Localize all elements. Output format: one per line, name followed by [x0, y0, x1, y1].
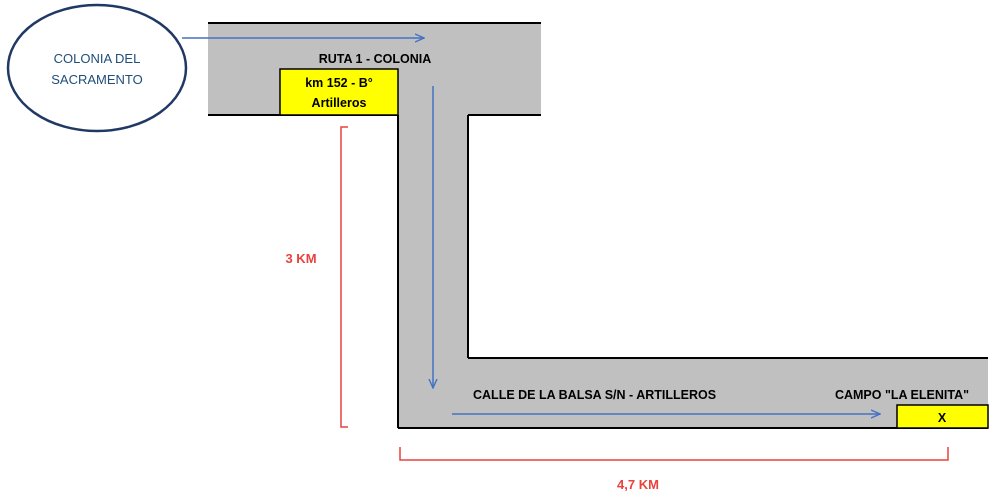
route-label: RUTA 1 - COLONIA [319, 52, 432, 66]
origin-label-line1: COLONIA DEL [54, 51, 141, 66]
junction-box [279, 68, 399, 116]
destination-marker: X [938, 411, 947, 425]
junction-label-line1: km 152 - B° [305, 76, 373, 90]
junction-label-line2: Artilleros [312, 96, 367, 110]
distance-bracket-vertical [340, 126, 348, 428]
distance-vertical-label: 3 KM [285, 251, 316, 266]
road-network [208, 23, 988, 428]
distance-bracket-horizontal [399, 447, 949, 461]
street-label: CALLE DE LA BALSA S/N - ARTILLEROS [473, 388, 716, 402]
distance-horizontal-label: 4,7 KM [617, 477, 659, 492]
origin-ellipse [6, 3, 188, 133]
destination-label: CAMPO "LA ELENITA" [835, 388, 969, 402]
origin-label-line2: SACRAMENTO [51, 72, 143, 87]
destination-box [896, 404, 989, 429]
